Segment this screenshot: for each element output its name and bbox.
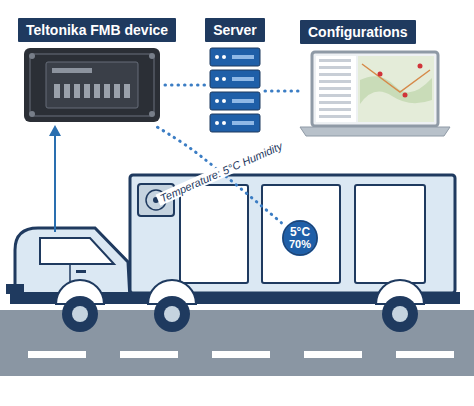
- component-node: Teltonika FMB device: [22, 46, 162, 124]
- list-row: [319, 87, 351, 90]
- cargo-panel: [262, 185, 340, 283]
- data-link: [165, 84, 205, 87]
- component-node: Server: [208, 46, 262, 134]
- device-pin: [74, 84, 80, 98]
- laptop-base: [300, 127, 450, 136]
- server-led: [222, 55, 226, 59]
- wheel: [382, 296, 418, 332]
- device-pin: [124, 84, 130, 98]
- server-led: [222, 99, 226, 103]
- server-led: [215, 77, 219, 81]
- map-marker: [378, 72, 383, 77]
- edge-label: Temperature: 5°C Humidity: [155, 139, 286, 206]
- sensor-reading: 5°C: [279, 226, 321, 239]
- device-pin: [84, 84, 90, 98]
- list-row: [319, 66, 351, 69]
- map-marker: [418, 64, 423, 69]
- server-led: [215, 121, 219, 125]
- server-unit: [210, 92, 260, 110]
- server-unit: [210, 70, 260, 88]
- list-row: [319, 108, 351, 111]
- road-dash: [212, 351, 270, 358]
- list-row: [319, 101, 351, 104]
- list-row: [319, 80, 351, 83]
- sensor-reading: 70%: [279, 239, 321, 251]
- map-area: [358, 56, 434, 122]
- server-slot: [232, 77, 254, 81]
- wheel: [154, 296, 190, 332]
- wheel-hub: [164, 306, 180, 322]
- device-screw: [29, 53, 35, 59]
- server-slot: [232, 121, 254, 125]
- device-rim: [30, 54, 154, 116]
- road-dash: [304, 351, 362, 358]
- device-pin: [94, 84, 100, 98]
- data-arrow-line: [54, 134, 56, 232]
- cab-window: [40, 238, 114, 264]
- device-screw: [149, 111, 155, 117]
- server-slot: [232, 55, 254, 59]
- heading-tag: Configurations: [300, 20, 416, 44]
- sensor-circle: 5°C70%: [279, 217, 321, 259]
- laptop-list-panel: [316, 56, 356, 122]
- door-handle: [76, 270, 86, 273]
- cargo-panel: [180, 185, 248, 283]
- data-arrowhead: [49, 125, 61, 136]
- list-row: [319, 73, 351, 76]
- circle-text-wrap: 5°C70%: [279, 226, 321, 250]
- device-screw: [149, 53, 155, 59]
- wheel-hub: [72, 306, 88, 322]
- list-row: [319, 115, 351, 118]
- cargo-panel: [355, 185, 425, 283]
- road-dash: [396, 351, 454, 358]
- map-road: [362, 64, 430, 92]
- server-unit: [210, 114, 260, 132]
- device-plate: [46, 62, 138, 108]
- server-unit: [210, 48, 260, 66]
- server-led: [215, 99, 219, 103]
- device-screw: [29, 111, 35, 117]
- laptop-screen: [312, 52, 438, 126]
- list-row: [319, 59, 351, 62]
- road-dash: [120, 351, 178, 358]
- road-dash: [28, 351, 86, 358]
- bumper: [6, 284, 24, 294]
- device-case: [24, 48, 160, 122]
- map-marker: [403, 93, 408, 98]
- device-logo-bar: [52, 68, 92, 73]
- device-pin: [114, 84, 120, 98]
- heading-tag: Teltonika FMB device: [18, 18, 176, 42]
- device-pin: [64, 84, 70, 98]
- server-led: [222, 121, 226, 125]
- server-slot: [232, 99, 254, 103]
- data-link: [265, 90, 301, 93]
- component-node: Configurations: [304, 48, 446, 136]
- server-led: [222, 77, 226, 81]
- device-pin: [104, 84, 110, 98]
- device-pin: [54, 84, 60, 98]
- map-land: [360, 76, 432, 104]
- server-led: [215, 55, 219, 59]
- list-row: [319, 94, 351, 97]
- heading-tag: Server: [205, 18, 265, 42]
- wheel: [62, 296, 98, 332]
- wheel-hub: [392, 306, 408, 322]
